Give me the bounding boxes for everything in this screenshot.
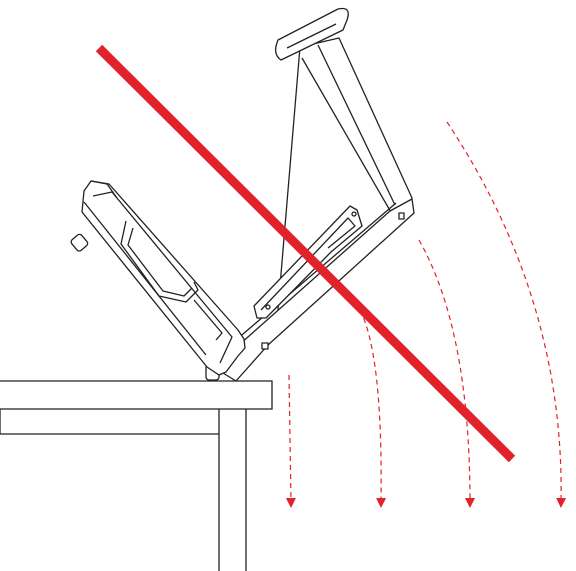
device-handle-inner [127, 227, 193, 297]
device-foot-mid [261, 342, 269, 350]
device-body-front-panel [92, 191, 233, 364]
device-body-top-lip [90, 180, 118, 199]
device-base [222, 198, 415, 382]
device-body [81, 180, 246, 376]
device-side-knob [70, 233, 89, 252]
device-head [274, 7, 349, 61]
fall-arrow-2 [359, 309, 387, 508]
table-top [0, 380, 273, 410]
device-base-slot-inner [260, 217, 356, 311]
table [0, 380, 273, 571]
fall-arrow-4 [446, 121, 567, 508]
device-screw-top [351, 211, 357, 217]
device-screw-bottom [265, 304, 271, 310]
prohibition-strike-line [95, 44, 516, 463]
fall-arrow-1 [285, 374, 296, 508]
device-head-detail [286, 23, 337, 49]
table-apron [0, 409, 219, 435]
device-foot-right [398, 212, 405, 220]
device-body-back-edge [83, 201, 207, 356]
device-handle-outer [120, 220, 199, 303]
tilting-device [70, 7, 415, 382]
fall-arrow-3 [418, 239, 475, 508]
device-handle-lower [193, 299, 223, 341]
falling-motion-arrows [285, 121, 567, 508]
device-arm-inner-edge [317, 44, 396, 206]
